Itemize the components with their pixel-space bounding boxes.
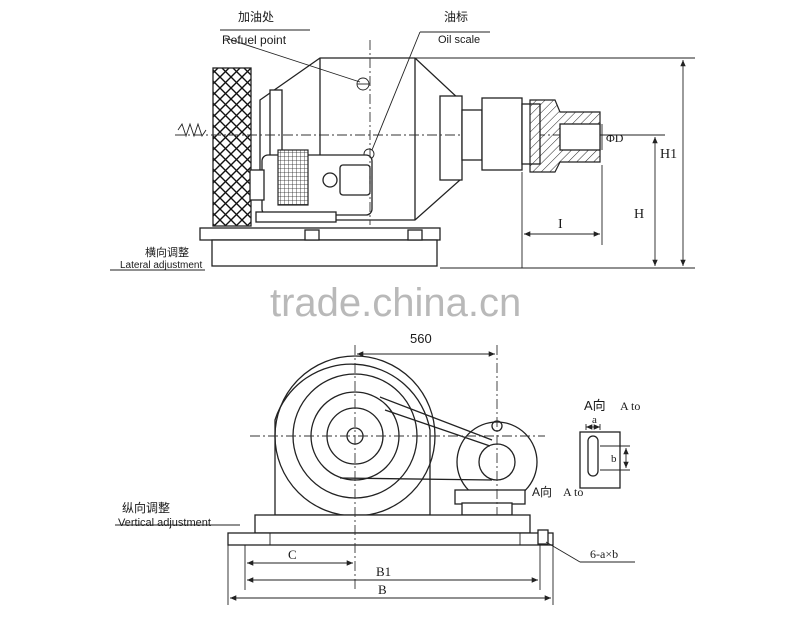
h-label: H: [634, 207, 644, 222]
h1-label: H1: [660, 147, 677, 162]
machine-base: [254, 514, 531, 534]
phi-d-label: ΦD: [606, 131, 624, 145]
l-label: I: [558, 217, 563, 232]
a-dir-cn-label-2: A向: [532, 484, 552, 499]
big-b-label: B: [378, 582, 387, 597]
holes-label: 6-a×b: [590, 547, 618, 561]
vertical-cn-label: 纵向调整: [122, 500, 170, 515]
a-dir-cn-label: A向: [584, 398, 606, 413]
base-frame: [199, 227, 441, 241]
side-elevation-view: 加油处 Refuel point 油标 Oil scale ΦD H1 H I …: [110, 10, 695, 271]
oil-cn-label: 油标: [444, 10, 468, 24]
refuel-en-label: Refuel point: [222, 33, 287, 47]
spring-detail: [177, 122, 207, 138]
oil-en-label: Oil scale: [438, 34, 480, 46]
a-dir-en-label-2: A to: [563, 485, 583, 499]
a-dir-en-label: A to: [620, 399, 640, 413]
coupling-flange: [461, 109, 483, 161]
watermark: trade.china.cn: [270, 281, 521, 325]
dim-560-label: 560: [410, 331, 432, 346]
motor-terminal-box: [277, 149, 309, 206]
lateral-cn-label: 横向调整: [145, 245, 189, 259]
c-label: C: [288, 547, 297, 562]
b-label: b: [611, 453, 617, 465]
drive-belt: [379, 396, 493, 441]
slot-hole: [587, 435, 599, 477]
vertical-en-label: Vertical adjustment: [118, 517, 211, 529]
lateral-en-label: Lateral adjustment: [120, 260, 202, 271]
b1-label: B1: [376, 564, 391, 579]
refuel-cn-label: 加油处: [238, 10, 274, 24]
a-direction-detail: [579, 424, 630, 489]
a-label: a: [592, 414, 597, 426]
motor-base: [255, 211, 337, 223]
front-elevation-view: 560 A向 A to a b A向 A to 纵向调整 Vertical ad…: [115, 331, 640, 605]
coupling-guard-mesh: [212, 67, 252, 227]
